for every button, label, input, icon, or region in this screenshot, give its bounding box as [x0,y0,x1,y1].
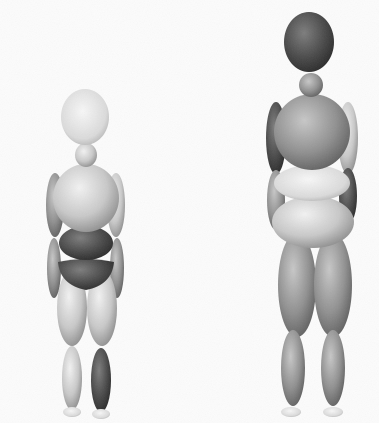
mannequin-figures-image [0,0,379,423]
grain-overlay [0,0,379,423]
